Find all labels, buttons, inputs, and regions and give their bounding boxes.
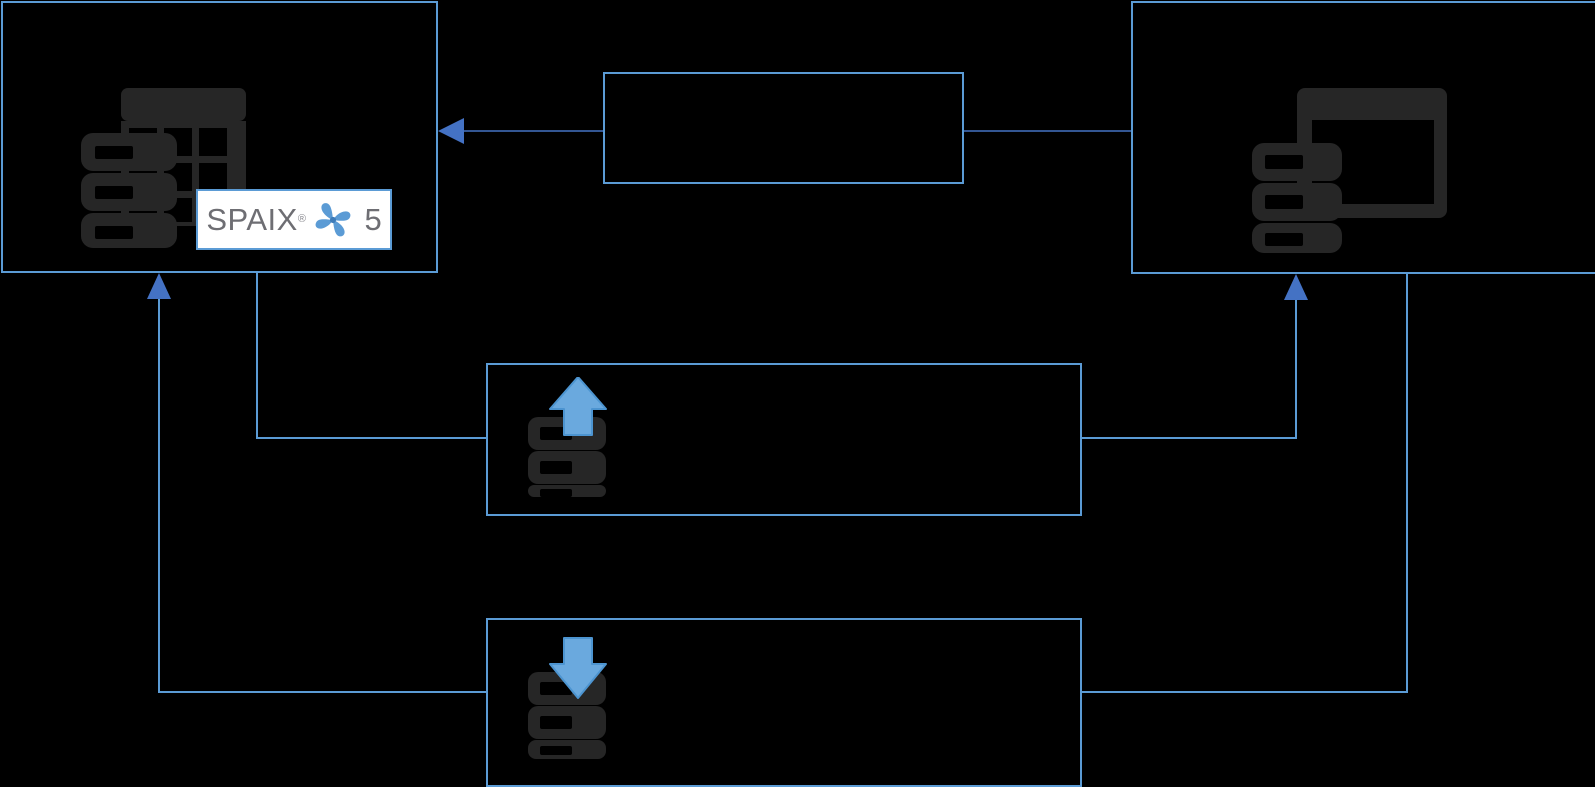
- spaix-logo-wordmark: SPAIX®: [206, 204, 306, 235]
- spaix-logo-chip: SPAIX® 5: [196, 189, 392, 250]
- arrowhead-left: [438, 118, 464, 144]
- node-download-process[interactable]: [486, 618, 1082, 787]
- node-top-link-label: [605, 74, 962, 182]
- arrowhead-up-right: [1284, 274, 1308, 300]
- database-upload-icon: [528, 376, 628, 497]
- node-right-system[interactable]: [1131, 1, 1595, 274]
- spaix-logo-word: SPAIX: [206, 202, 298, 237]
- spaix-swirl-icon: [310, 198, 356, 242]
- node-top-link[interactable]: [603, 72, 964, 184]
- connector-right-to-download: [1082, 274, 1408, 693]
- database-download-icon: [528, 634, 628, 759]
- database-window-icon: [1252, 88, 1447, 253]
- connector-download-to-left: [147, 273, 486, 693]
- spaix-logo-version: 5: [364, 202, 382, 237]
- arrowhead-up-left: [147, 273, 171, 299]
- connector-upload-to-right: [1082, 274, 1308, 439]
- node-upload-process[interactable]: [486, 363, 1082, 516]
- connector-left-to-upload: [256, 273, 486, 439]
- spaix-logo-registered: ®: [297, 212, 307, 225]
- node-left-system[interactable]: SPAIX® 5: [1, 1, 438, 273]
